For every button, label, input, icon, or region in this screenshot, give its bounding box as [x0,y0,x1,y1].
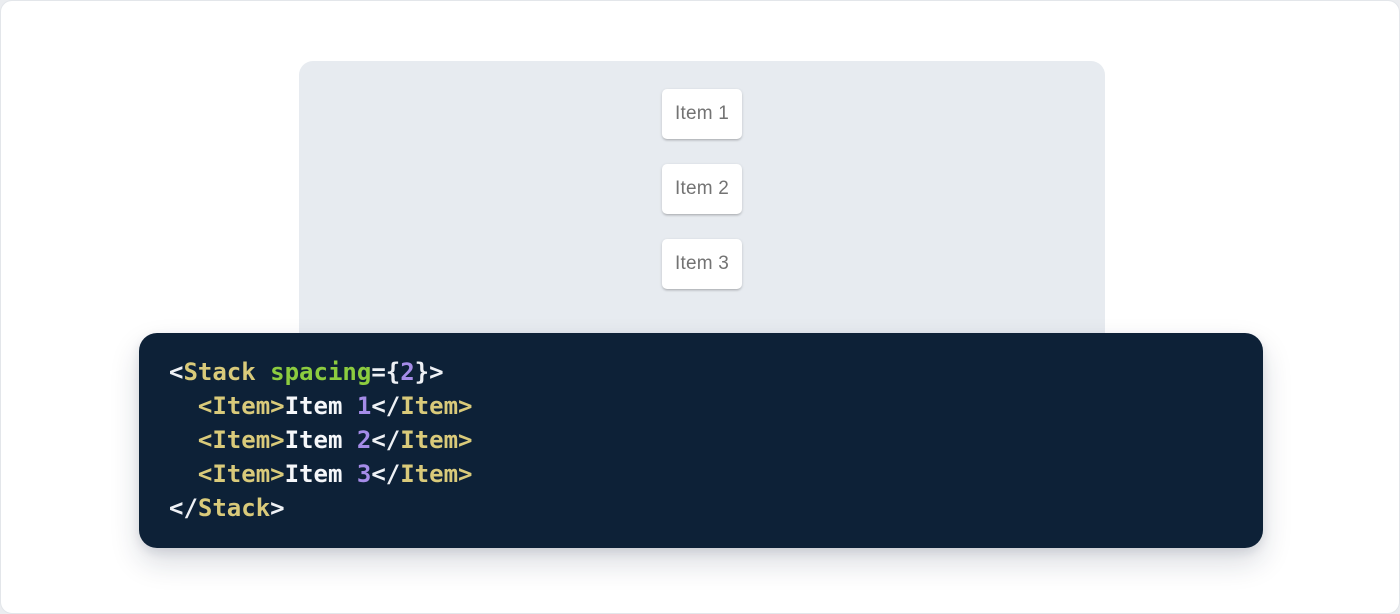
code-token-pun: ={ [371,358,401,386]
code-token-tag: Item> [400,460,473,488]
code-token-text [169,426,198,454]
code-token-pun: </ [371,426,401,454]
code-token-text [169,392,198,420]
code-line: <Item>Item 1</Item> [169,389,1233,423]
code-token-pun: < [169,358,184,386]
stack-item: Item 2 [662,164,742,214]
stack-item-label: Item 1 [675,103,729,124]
code-token-pun: </ [371,392,401,420]
code-block: <Stack spacing={2}> <Item>Item 1</Item> … [139,333,1263,548]
code-token-attr: spacing [270,358,372,386]
code-token-pun: </ [169,494,198,522]
code-line: <Item>Item 2</Item> [169,423,1233,457]
code-token-num: 2 [400,358,415,386]
code-line: <Item>Item 3</Item> [169,457,1233,491]
stack-item-label: Item 3 [675,253,729,274]
code-token-tag: <Item> [197,392,285,420]
code-token-tag: <Item> [197,426,285,454]
code-token-text: Item [284,426,357,454]
code-token-pun: </ [371,460,401,488]
stack-item: Item 3 [662,239,742,289]
code-token-text: Item [284,460,357,488]
code-token-tag: Item> [400,392,473,420]
code-token-pun: }> [414,358,444,386]
stack-item-label: Item 2 [675,178,729,199]
code-token-pun: > [270,494,285,522]
stack-item: Item 1 [662,89,742,139]
code-content: <Stack spacing={2}> <Item>Item 1</Item> … [169,355,1233,525]
code-token-text: Item [284,392,357,420]
code-token-num: 2 [356,426,372,454]
code-token-tag: Item> [400,426,473,454]
stack-container: Item 1 Item 2 Item 3 [299,61,1105,289]
code-token-tag: Stack [197,494,271,522]
code-token-tag: Stack [183,358,256,386]
code-token-num: 3 [356,460,372,488]
code-line: </Stack> [169,491,1233,525]
stack-demo-panel: Item 1 Item 2 Item 3 [299,61,1105,353]
code-token-num: 1 [356,392,372,420]
code-token-tag: <Item> [197,460,285,488]
code-token-text [256,358,270,386]
code-token-text [169,460,198,488]
code-line: <Stack spacing={2}> [169,355,1233,389]
